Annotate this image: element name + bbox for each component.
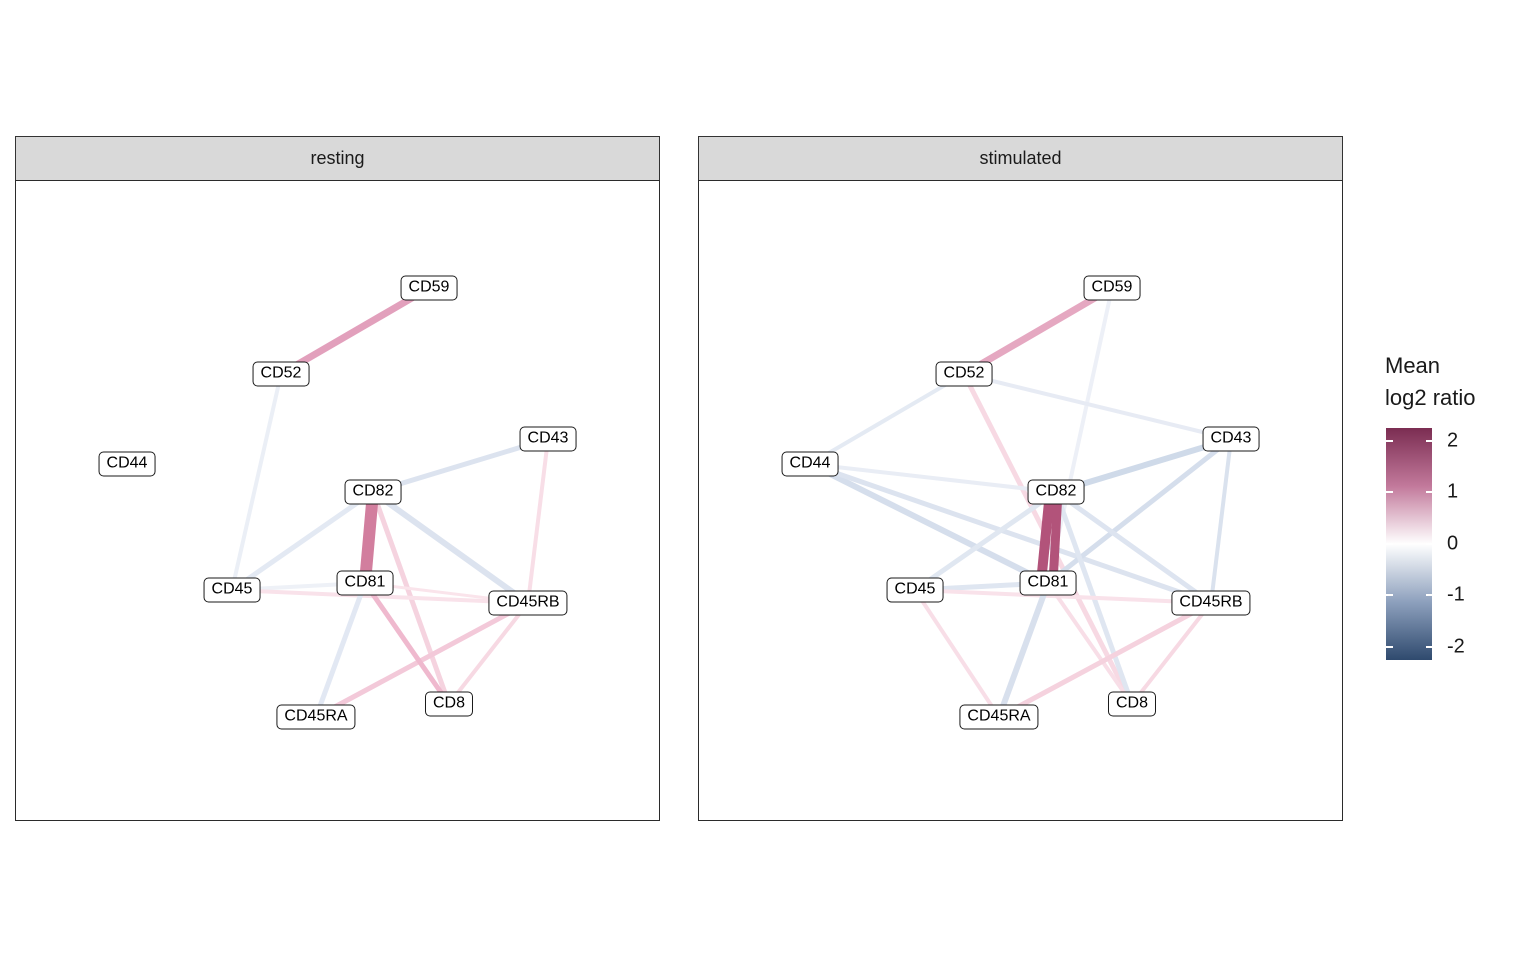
edge-CD81-CD82	[1036, 491, 1055, 584]
edge-CD45RB-CD82	[371, 489, 530, 606]
edge-CD81-CD82	[1048, 491, 1063, 584]
legend-tickmark	[1386, 645, 1393, 648]
legend-tickmark	[1386, 491, 1393, 494]
node-label-CD81: CD81	[1019, 570, 1077, 596]
legend-tick-label--2: -2	[1447, 635, 1465, 658]
edge-CD43-CD82	[372, 436, 549, 495]
node-label-CD43: CD43	[519, 426, 577, 452]
node-label-CD45RA: CD45RA	[959, 704, 1039, 730]
legend-tickmark	[1426, 439, 1433, 442]
node-label-CD45RB: CD45RB	[1171, 590, 1251, 616]
edge-CD43-CD52	[963, 372, 1232, 441]
edge-CD8-CD81	[362, 581, 452, 706]
edge-CD45-CD45RB	[914, 588, 1212, 605]
edge-CD8-CD45RB	[447, 601, 530, 706]
legend-tickmark	[1386, 439, 1393, 442]
edge-CD45RA-CD81	[996, 581, 1051, 719]
node-label-CD44: CD44	[781, 451, 839, 477]
facet-strip-label: resting	[310, 148, 365, 168]
node-label-CD43: CD43	[1202, 426, 1260, 452]
edge-CD45-CD45RB	[231, 588, 529, 605]
node-label-CD52: CD52	[252, 361, 310, 387]
legend-tickmark	[1386, 594, 1393, 597]
legend-title: Mean log2 ratio	[1385, 353, 1476, 410]
node-label-CD8: CD8	[1107, 691, 1157, 717]
legend-colorbar	[1386, 427, 1432, 660]
facet-strip-resting: resting	[15, 136, 660, 180]
edge-CD45-CD82	[230, 489, 375, 593]
edge-CD43-CD45RB	[1209, 438, 1233, 604]
edge-CD81-CD82	[359, 491, 379, 584]
legend-tickmark	[1386, 542, 1393, 545]
facet-strip-stimulated: stimulated	[698, 136, 1343, 180]
node-label-CD82: CD82	[1027, 479, 1085, 505]
edge-CD44-CD52	[808, 372, 966, 466]
legend-tickmark	[1426, 491, 1433, 494]
edge-CD45RA-CD45RB	[314, 600, 530, 720]
legend-tick-label-1: 1	[1447, 480, 1459, 503]
edge-CD43-CD45RB	[526, 438, 550, 604]
node-label-CD82: CD82	[344, 479, 402, 505]
legend-tickmark	[1426, 594, 1433, 597]
edge-CD45RB-CD82	[1054, 489, 1213, 606]
edge-CD45-CD82	[913, 489, 1058, 593]
legend-mean-log2-ratio: Mean log2 ratio 2 1 0 -1 -2	[1385, 350, 1535, 660]
edge-CD44-CD82	[809, 462, 1057, 494]
edge-CD45RA-CD81	[313, 582, 368, 718]
legend-tickmark	[1426, 542, 1433, 545]
legend-tick-label-0: 0	[1447, 532, 1459, 555]
edge-CD8-CD81	[1046, 581, 1134, 706]
node-label-CD8: CD8	[424, 691, 474, 717]
facet-strip-label: stimulated	[979, 148, 1062, 168]
node-label-CD52: CD52	[935, 361, 993, 387]
edge-CD44-CD81	[808, 461, 1050, 586]
node-label-CD81: CD81	[336, 570, 394, 596]
edge-CD8-CD45RB	[1130, 601, 1213, 706]
edge-CD45-CD52	[230, 373, 283, 591]
edges-layer	[230, 284, 550, 720]
legend-tick-label--1: -1	[1447, 583, 1465, 606]
edge-CD45-CD45RA	[913, 588, 1001, 719]
legend-tick-label-2: 2	[1447, 429, 1459, 452]
node-label-CD45: CD45	[886, 577, 944, 603]
node-label-CD45: CD45	[203, 577, 261, 603]
edge-CD43-CD82	[1055, 436, 1232, 495]
legend-tickmark	[1426, 645, 1433, 648]
node-label-CD59: CD59	[1083, 275, 1141, 301]
node-label-CD45RA: CD45RA	[276, 704, 356, 730]
node-label-CD44: CD44	[98, 451, 156, 477]
edge-CD52-CD59	[962, 284, 1114, 378]
node-label-CD45RB: CD45RB	[488, 590, 568, 616]
node-label-CD59: CD59	[400, 275, 458, 301]
edge-CD44-CD45RB	[809, 461, 1212, 606]
edge-CD52-CD59	[279, 284, 431, 378]
edge-CD45RA-CD45RB	[997, 600, 1213, 720]
